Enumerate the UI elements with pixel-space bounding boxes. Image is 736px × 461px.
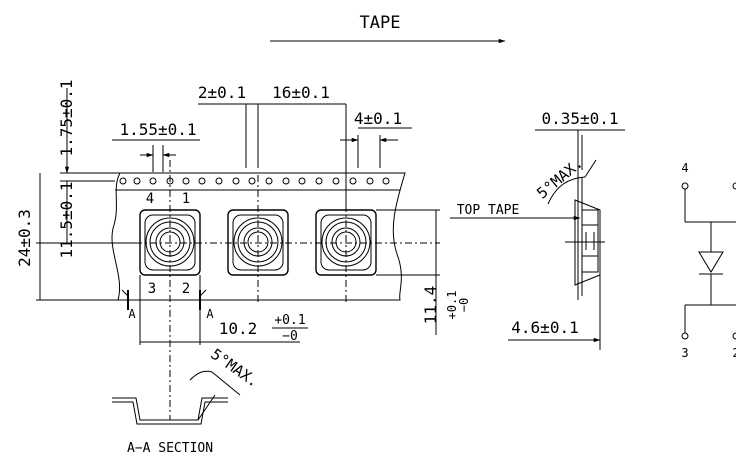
tape-direction-label: TAPE: [360, 13, 401, 33]
dim-pocket-11-4: 11.4: [421, 286, 440, 325]
sprocket-hole: [198, 177, 206, 185]
side-view: 0.35±0.1 5°MAX. TOP TAPE 4.6±0.1: [450, 109, 625, 350]
dim-pocket-11-4-tol-plus: +0.1: [445, 291, 459, 320]
dim-edge-1-75: 1.75±0.1: [57, 79, 76, 156]
schematic-pin-3: 3: [681, 346, 688, 360]
sprocket-hole: [315, 177, 323, 185]
schematic-symbol: 4 1 3 2: [681, 161, 736, 360]
dim-pocket-10-2-tol-minus: −0: [282, 329, 298, 344]
sprocket-hole: [119, 177, 127, 185]
dim-pitch-16: 16±0.1: [272, 83, 330, 102]
pin-1-label: 1: [182, 191, 190, 207]
pin-4-label: 4: [146, 191, 154, 207]
sprocket-hole: [149, 177, 157, 185]
pin-3-label: 3: [148, 281, 156, 297]
sprocket-hole: [248, 177, 256, 185]
dim-hole-pitch-4: 4±0.1: [354, 109, 402, 128]
dim-pocket-10-2: 10.2: [219, 319, 258, 338]
sprocket-hole: [232, 177, 240, 185]
dim-offset-11-5: 11.5±0.1: [57, 181, 76, 258]
sprocket-hole: [366, 177, 374, 185]
sprocket-hole: [265, 177, 273, 185]
sprocket-hole: [182, 177, 190, 185]
sprocket-hole: [215, 177, 223, 185]
section-label: A−A SECTION: [127, 441, 213, 456]
dim-tape-thickness: 0.35±0.1: [541, 109, 618, 128]
section-view: 5°MAX. A−A SECTION: [112, 345, 262, 456]
tape-body: 4 1 3 2: [36, 160, 440, 420]
sprocket-holes: [119, 177, 390, 185]
dim-depth-4-6: 4.6±0.1: [511, 318, 578, 337]
schematic-pin-4: 4: [681, 161, 688, 175]
sprocket-hole: [133, 177, 141, 185]
dim-pitch-2: 2±0.1: [198, 83, 246, 102]
top-tape-label: TOP TAPE: [457, 203, 520, 218]
pin-2-label: 2: [182, 281, 190, 297]
dim-width-24: 24±0.3: [15, 209, 34, 267]
sprocket-hole: [282, 177, 290, 185]
dim-pocket-10-2-tol-plus: +0.1: [274, 313, 305, 328]
dim-hole-diameter: 1.55±0.1: [119, 120, 196, 139]
dim-angle-section: 5°MAX.: [208, 345, 263, 391]
section-mark-left: A: [128, 307, 136, 321]
section-mark-right: A: [206, 307, 214, 321]
sprocket-hole: [349, 177, 357, 185]
schematic-pin-2: 2: [732, 346, 736, 360]
sprocket-hole: [382, 177, 390, 185]
dim-pocket-11-4-tol-minus: −0: [457, 298, 471, 312]
sprocket-hole: [298, 177, 306, 185]
sprocket-hole: [332, 177, 340, 185]
